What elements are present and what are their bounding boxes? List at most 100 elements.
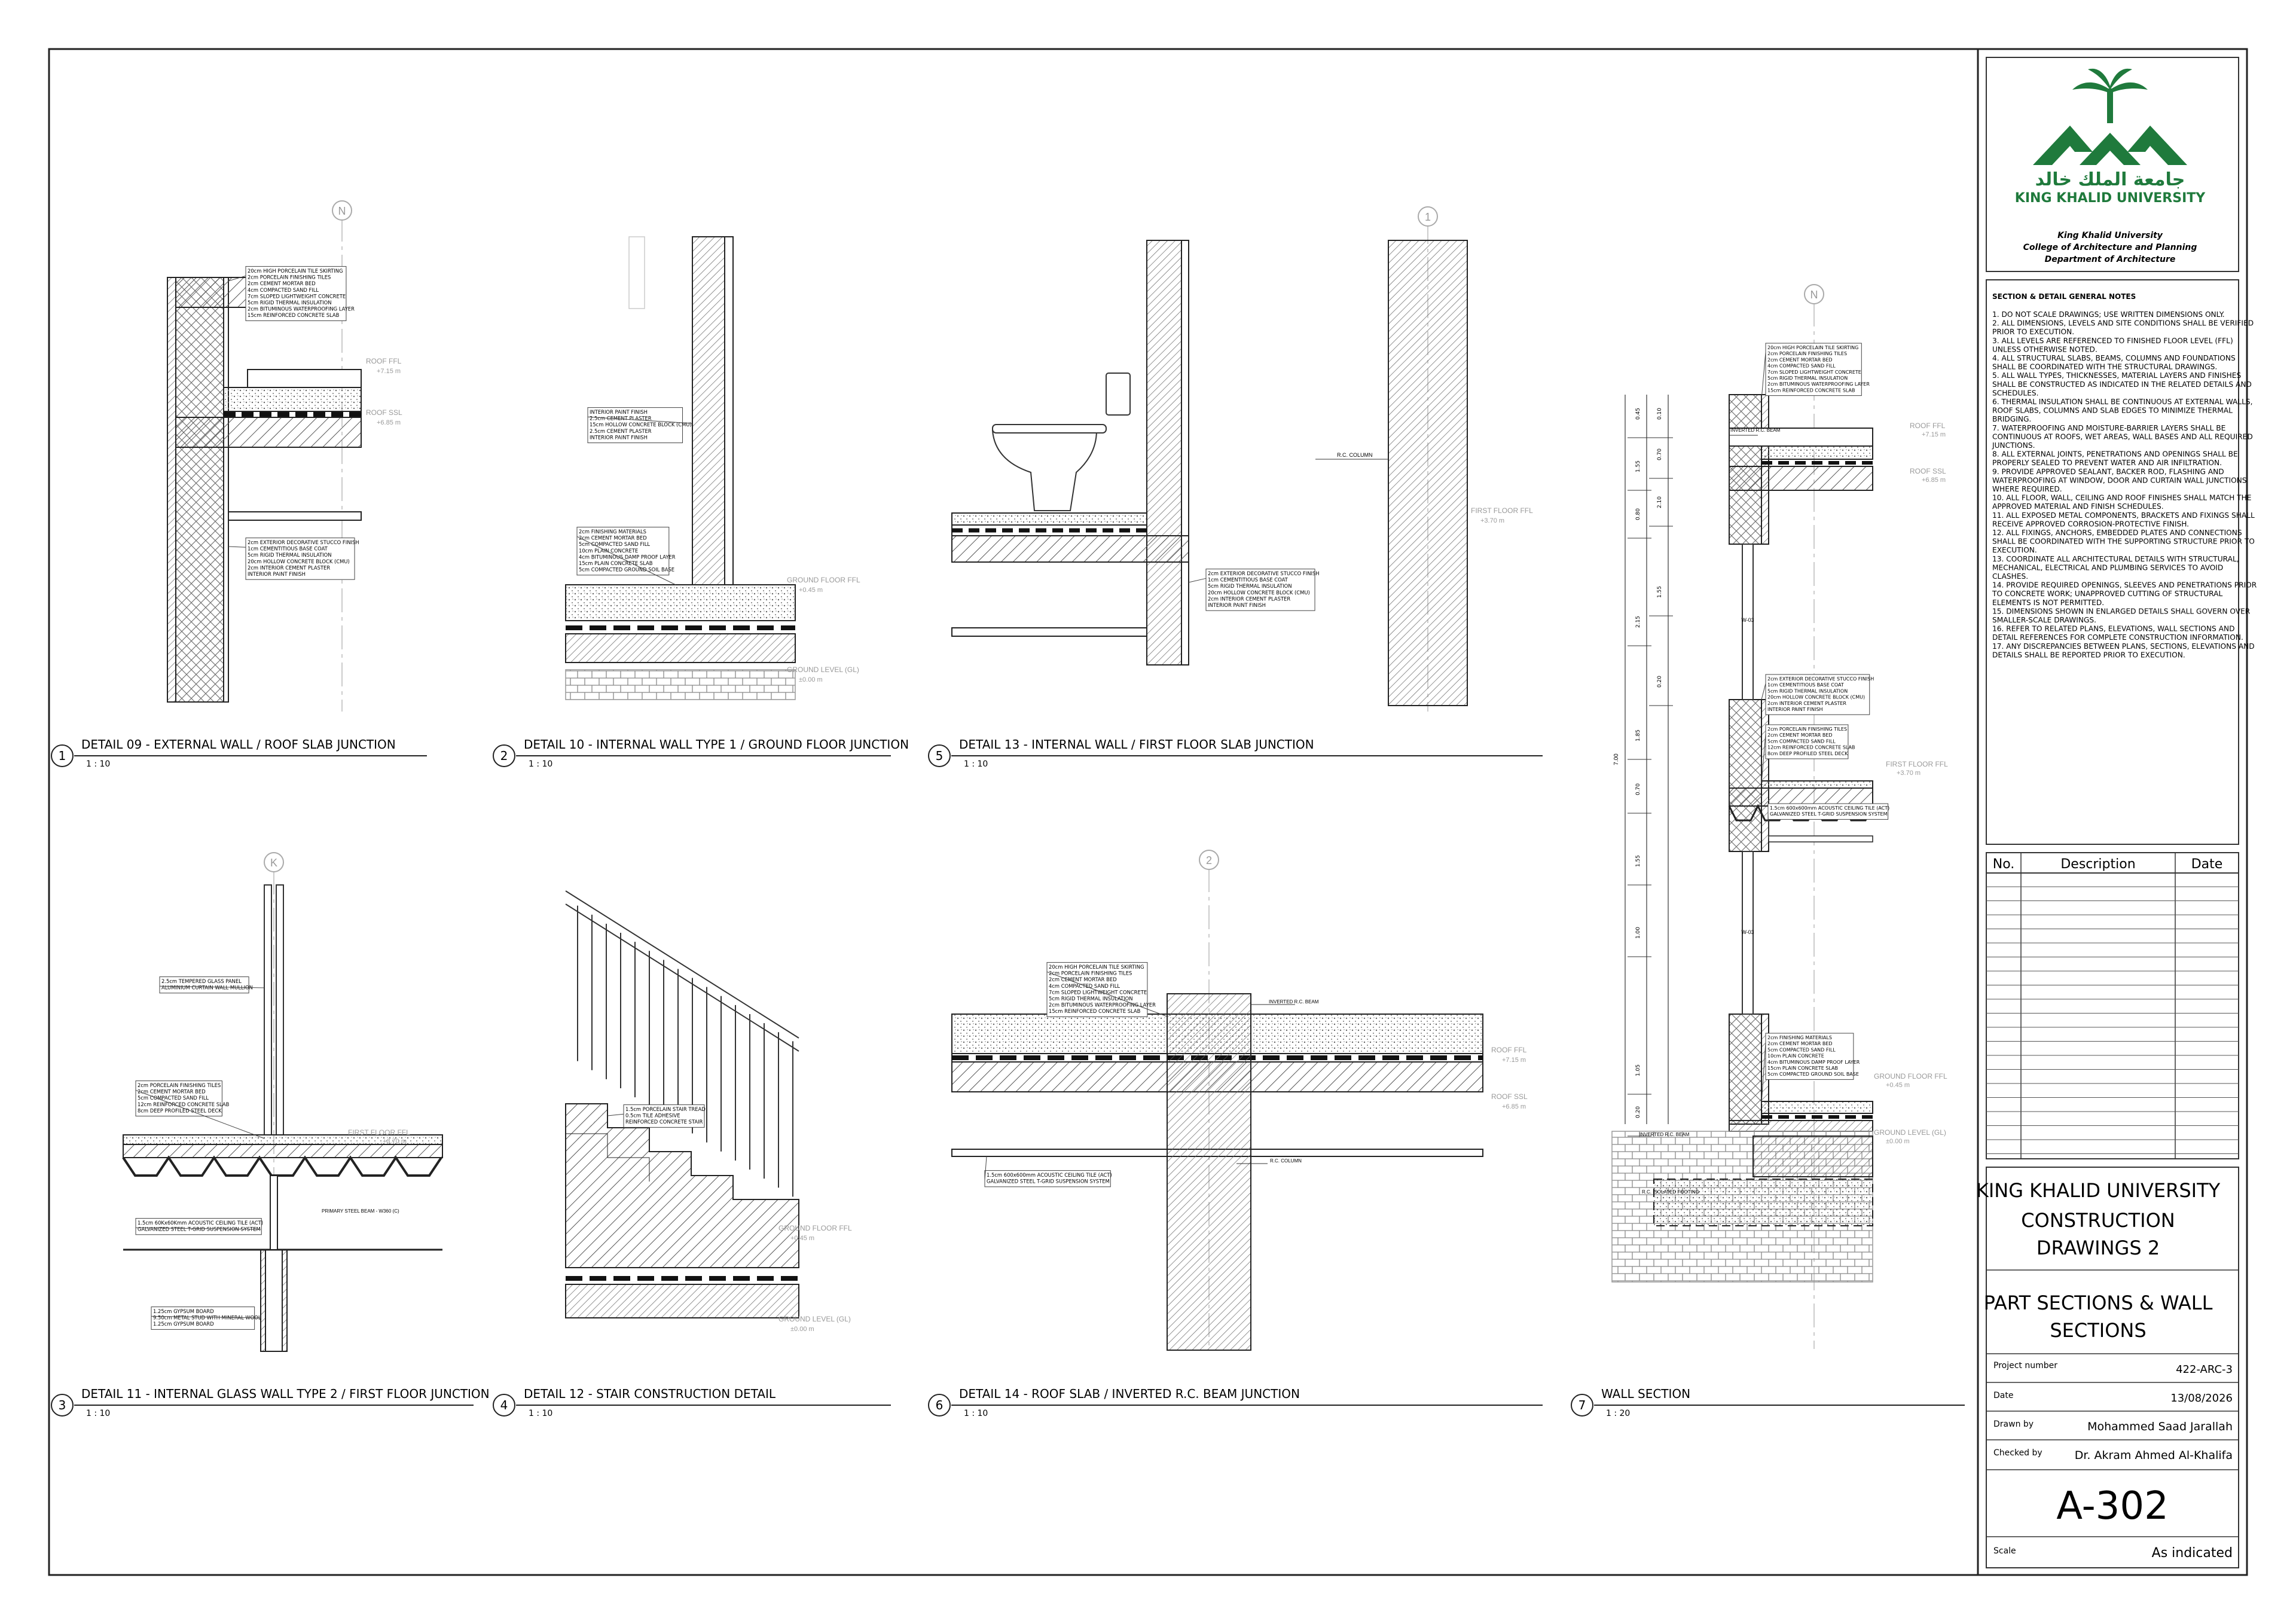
sheet-title-line2: SECTIONS <box>2050 1319 2146 1342</box>
level-roof-ffl-val-d1: +7.15 m <box>377 368 401 375</box>
label-box <box>135 1218 262 1235</box>
general-note-line: JUNCTIONS. <box>1992 441 2035 450</box>
dimension-text: 2.15 <box>1635 616 1641 628</box>
material-label: 2cm PORCELAIN FINISHING TILES <box>1049 970 1132 976</box>
detail-number-bubble <box>928 744 951 767</box>
label-box <box>1765 674 1870 715</box>
level-ground-gl-d7: GROUND LEVEL (GL) <box>1874 1128 1946 1137</box>
project-title-line3: DRAWINGS 2 <box>2037 1237 2160 1259</box>
general-note-line: APPROVED MATERIAL AND FINISH SCHEDULES. <box>1992 502 2164 511</box>
general-note-line: 2. ALL DIMENSIONS, LEVELS AND SITE CONDI… <box>1992 319 2254 328</box>
material-label: GALVANIZED STEEL T-GRID SUSPENSION SYSTE… <box>1770 811 1888 817</box>
dimension-text: 1.05 <box>1635 1064 1641 1076</box>
general-note-line: ELEMENTS IS NOT PERMITTED. <box>1992 599 2104 607</box>
scale-label: Scale <box>1993 1546 2016 1556</box>
revision-table: No. Description Date <box>1986 852 2239 1159</box>
grid-bubble-d6: 2 <box>1206 854 1212 866</box>
level-roof-ssl-val-d1: +6.85 m <box>377 419 401 426</box>
material-label: 15cm PLAIN CONCRETE SLAB <box>579 560 653 566</box>
material-label: 20cm HIGH PORCELAIN TILE SKIRTING <box>1049 964 1144 970</box>
drawn-by: Mohammed Saad Jarallah <box>2087 1420 2233 1433</box>
general-note-line: SHALL BE COORDINATED WITH THE STRUCTURAL… <box>1992 363 2217 371</box>
material-label: 20cm HOLLOW CONCRETE BLOCK (CMU) <box>1767 695 1865 700</box>
material-label: 1cm CEMENTITIOUS BASE COAT <box>1208 577 1289 583</box>
material-label: 2cm PORCELAIN FINISHING TILES <box>248 274 331 280</box>
detail-scale: 1 : 20 <box>1606 1409 1630 1418</box>
wall-section-total-height: 7.00 <box>1613 753 1620 765</box>
detail-title: DETAIL 13 - INTERNAL WALL / FIRST FLOOR … <box>959 737 1314 752</box>
level-ground-ffl-val-d4: +0.45 m <box>790 1235 814 1242</box>
material-label: 2cm CEMENT MORTAR BED <box>1767 357 1833 362</box>
detail-13-drawing: 1 R.C. COLUMN 2cm EXTERIOR DECORATIVE ST… <box>951 206 1533 712</box>
general-note-line: DETAIL REFERENCES FOR COMPLETE CONSTRUCT… <box>1992 633 2243 642</box>
material-label: 5cm RIGID THERMAL INSULATION <box>248 552 331 558</box>
general-note-line: EXECUTION. <box>1992 546 2037 554</box>
material-label: 12cm REINFORCED CONCRETE SLAB <box>1767 745 1855 750</box>
leader-line <box>228 275 246 282</box>
sheet-scale: As indicated <box>2152 1546 2233 1561</box>
material-label: 2cm BITUMINOUS WATERPROOFING LAYER <box>1049 1002 1156 1008</box>
leader-line <box>1046 971 1168 1017</box>
material-label: 7cm SLOPED LIGHTWEIGHT CONCRETE <box>248 293 346 299</box>
label-d7-beam-bottom: INVERTED R.C. BEAM <box>1639 1132 1690 1137</box>
general-note-line: BRIDGING. <box>1992 415 2031 423</box>
detail-number: 2 <box>500 749 508 763</box>
material-label: 2cm EXTERIOR DECORATIVE STUCCO FINISH <box>1208 570 1320 576</box>
level-roof-ssl-d1: ROOF SSL <box>366 408 402 417</box>
general-note-line: 7. WATERPROOFING AND MOISTURE-BARRIER LA… <box>1992 424 2225 432</box>
material-label: GALVANIZED STEEL T-GRID SUSPENSION SYSTE… <box>138 1226 261 1232</box>
material-label: INTERIOR PAINT FINISH <box>590 409 648 415</box>
material-label: 2cm CEMENT MORTAR BED <box>579 535 647 541</box>
label-box <box>1765 1033 1854 1080</box>
dimension-text: 0.80 <box>1635 508 1641 520</box>
general-note-line: PROPERLY SEALED TO PREVENT WATER AND AIR… <box>1992 459 2222 467</box>
material-label: 2cm BITUMINOUS WATERPROOFING LAYER <box>1767 381 1870 387</box>
material-label: 5cm RIGID THERMAL INSULATION <box>248 300 331 306</box>
material-label: 4cm COMPACTED SAND FILL <box>1767 364 1836 369</box>
detail-scale: 1 : 10 <box>964 759 988 769</box>
material-label: 15cm REINFORCED CONCRETE SLAB <box>1049 1008 1141 1014</box>
window-tag-2: W-03 <box>1741 929 1754 935</box>
material-label: 2cm FINISHING MATERIALS <box>579 529 646 535</box>
material-label: 1.25cm GYPSUM BOARD <box>153 1321 214 1327</box>
material-label: INTERIOR PAINT FINISH <box>590 434 648 440</box>
detail-number: 7 <box>1578 1398 1586 1412</box>
general-note-line: ROOF SLABS, COLUMNS AND SLAB EDGES TO MI… <box>1992 407 2233 415</box>
detail-title: WALL SECTION <box>1601 1387 1690 1401</box>
general-notes-list: 1. DO NOT SCALE DRAWINGS; USE WRITTEN DI… <box>1992 310 2257 659</box>
material-label: 1.5cm 600x600mm ACOUSTIC CEILING TILE (A… <box>1770 805 1889 811</box>
material-label: 1.5cm PORCELAIN STAIR TREAD <box>625 1106 706 1112</box>
sheet-title-line1: PART SECTIONS & WALL <box>1984 1292 2213 1314</box>
general-note-line: SMALLER-SCALE DRAWINGS. <box>1992 616 2096 624</box>
level-first-ffl-d7: FIRST FLOOR FFL <box>1886 760 1948 768</box>
material-label: 15cm REINFORCED CONCRETE SLAB <box>248 312 340 318</box>
project-title-line2: CONSTRUCTION <box>2021 1209 2175 1232</box>
project-number-label: Project number <box>1993 1361 2057 1370</box>
leader-line <box>587 416 693 424</box>
revision-col-date: Date <box>2191 857 2223 872</box>
general-note-line: TO CONCRETE WORK; UNAPPROVED CUTTING OF … <box>1992 590 2222 598</box>
general-note-line: 9. PROVIDE APPROVED SEALANT, BACKER ROD,… <box>1992 468 2224 476</box>
general-note-line: 3. ALL LEVELS ARE REFERENCED TO FINISHED… <box>1992 337 2233 345</box>
material-label: 2cm INTERIOR CEMENT PLASTER <box>1208 596 1290 602</box>
level-roof-ffl-val-d7: +7.15 m <box>1922 431 1946 438</box>
general-note-line: 5. ALL WALL TYPES, THICKNESSES, MATERIAL… <box>1992 371 2241 380</box>
level-first-ffl-d3: FIRST FLOOR FFL <box>348 1128 410 1137</box>
material-label: INTERIOR PAINT FINISH <box>248 571 306 577</box>
material-label: 20cm HIGH PORCELAIN TILE SKIRTING <box>248 268 343 274</box>
general-note-line: PRIOR TO EXECUTION. <box>1992 328 2074 336</box>
material-label: 5cm COMPACTED SAND FILL <box>1767 738 1836 744</box>
level-roof-ssl-d7: ROOF SSL <box>1910 467 1946 475</box>
material-label: 2cm CEMENT MORTAR BED <box>1049 976 1117 982</box>
material-label: 2cm PORCELAIN FINISHING TILES <box>138 1082 221 1088</box>
material-label: 2cm CEMENT MORTAR BED <box>1767 1041 1833 1046</box>
label-box <box>245 538 355 580</box>
general-note-line: CLASHES. <box>1992 572 2028 581</box>
leader-line <box>1761 352 1766 400</box>
general-note-line: CONTINUOUS AT ROOFS, WET AREAS, WALL BAS… <box>1992 432 2253 441</box>
material-label: 2cm EXTERIOR DECORATIVE STUCCO FINISH <box>248 539 359 545</box>
leader-line <box>984 1156 987 1180</box>
material-label: 5cm COMPACTED SAND FILL <box>579 541 650 547</box>
checked-by-label: Checked by <box>1993 1448 2042 1458</box>
